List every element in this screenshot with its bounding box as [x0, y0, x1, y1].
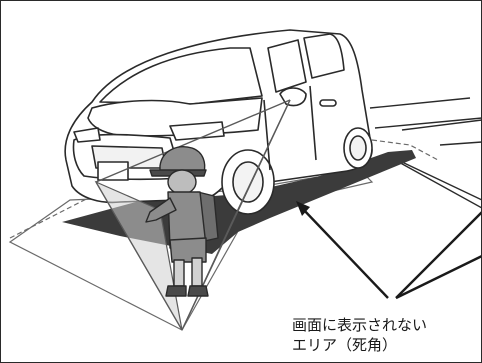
parking-lines: [369, 97, 482, 209]
caption-line-1: 画面に表示されない: [292, 316, 427, 334]
pointer-arrows: [301, 207, 482, 300]
camera-cone: [94, 180, 183, 331]
arrowhead: [296, 201, 310, 216]
caption-line-2: エリア（死角）: [292, 336, 397, 354]
child-figure: [145, 146, 219, 297]
view-boundary-dashed: [9, 191, 161, 239]
minivan: [64, 29, 373, 215]
view-boundary-dashed-right: [371, 139, 439, 161]
camera-cone-right: [181, 99, 291, 331]
